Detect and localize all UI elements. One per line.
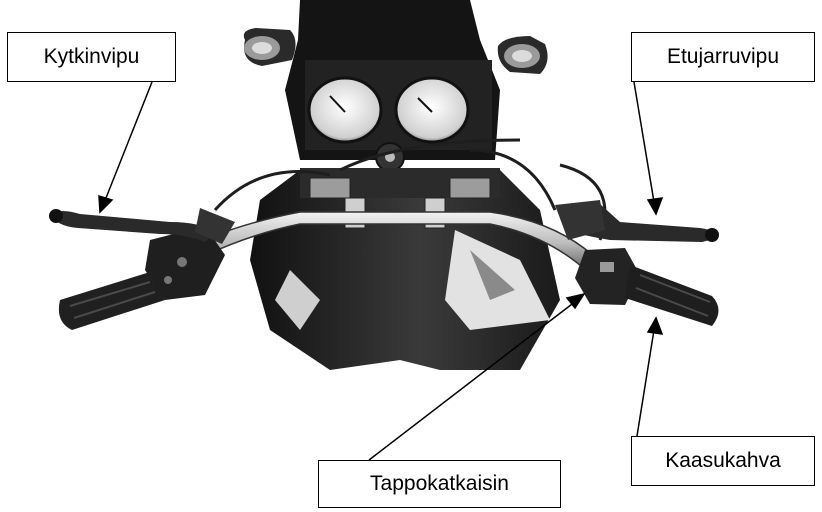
ignition-switch bbox=[376, 143, 404, 171]
label-kill-switch: Tappokatkaisin bbox=[318, 460, 561, 508]
tachometer-gauge bbox=[396, 78, 468, 142]
speedometer-gauge bbox=[309, 78, 381, 142]
front-fairing bbox=[250, 168, 560, 370]
label-front-brake-lever: Etujarruvipu bbox=[631, 32, 815, 82]
label-clutch-lever: Kytkinvipu bbox=[7, 32, 176, 82]
instrument-cowl bbox=[285, 0, 500, 160]
label-throttle-grip: Kaasukahva bbox=[631, 436, 815, 486]
left-turn-signal bbox=[244, 28, 296, 66]
